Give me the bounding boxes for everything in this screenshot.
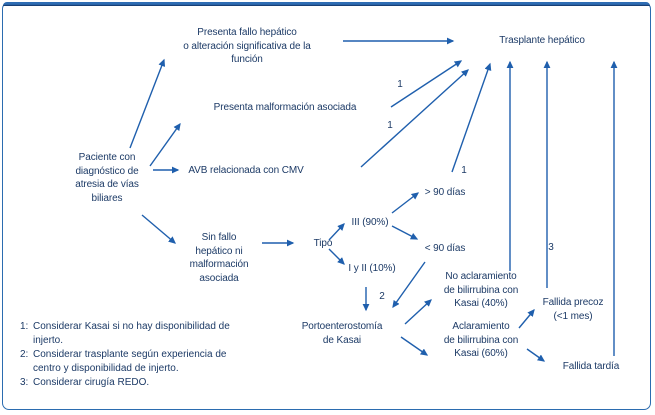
footnote-1-number: 1: [20, 321, 29, 332]
footnotes-block: 1: Considerar Kasai si no hay disponibil… [20, 320, 232, 390]
node-transplant: Trasplante hepático [499, 35, 585, 46]
footnote-1: 1: Considerar Kasai si no hay disponibil… [20, 320, 232, 348]
node-clearance: Aclaramiento de bilirrubina con Kasai (6… [443, 321, 519, 359]
node-early-failure: Fallida precoz (<1 mes) [542, 297, 604, 322]
node-type-iii: III (90%) [351, 217, 389, 228]
node-no-clearance: No aclaramiento de bilirrubina con Kasai… [443, 271, 519, 309]
footnote-2: 2: Considerar trasplante según experienc… [20, 348, 232, 376]
footnote-marker-2-kasai: 2 [379, 291, 385, 302]
footnote-2-text: Considerar trasplante según experiencia … [33, 349, 227, 374]
node-kasai: Portoenterostomía de Kasai [301, 321, 383, 346]
node-cmv: AVB relacionada con CMV [188, 165, 304, 176]
frame-top-rule [3, 2, 650, 6]
footnote-3: 3: Considerar cirugía REDO. [20, 376, 232, 390]
node-no-failure: Sin fallo hepático ni malformación asoci… [189, 232, 249, 284]
node-late-failure: Fallida tardía [562, 361, 620, 372]
node-patient: Paciente con diagnóstico de atresia de v… [75, 152, 139, 204]
footnote-marker-1-malformation: 1 [397, 79, 403, 90]
footnote-marker-3-redo: 3 [548, 242, 554, 253]
footnote-marker-1-cmv: 1 [387, 120, 393, 131]
node-tipo: Tipo [313, 238, 333, 249]
footnote-3-text: Considerar cirugía REDO. [33, 377, 150, 388]
node-malformation: Presenta malformación asociada [213, 102, 357, 113]
footnote-2-number: 2: [20, 349, 29, 360]
node-type-i-ii: I y II (10%) [348, 263, 396, 274]
node-liver-failure: Presenta fallo hepático o alteración sig… [183, 27, 311, 65]
footnote-1-text: Considerar Kasai si no hay disponibilida… [33, 321, 230, 346]
footnote-marker-1-gt90: 1 [461, 165, 467, 176]
node-lt-90-dias: < 90 días [424, 243, 466, 254]
footnote-3-number: 3: [20, 377, 29, 388]
node-gt-90-dias: > 90 días [424, 187, 466, 198]
diagram-frame [2, 2, 651, 410]
